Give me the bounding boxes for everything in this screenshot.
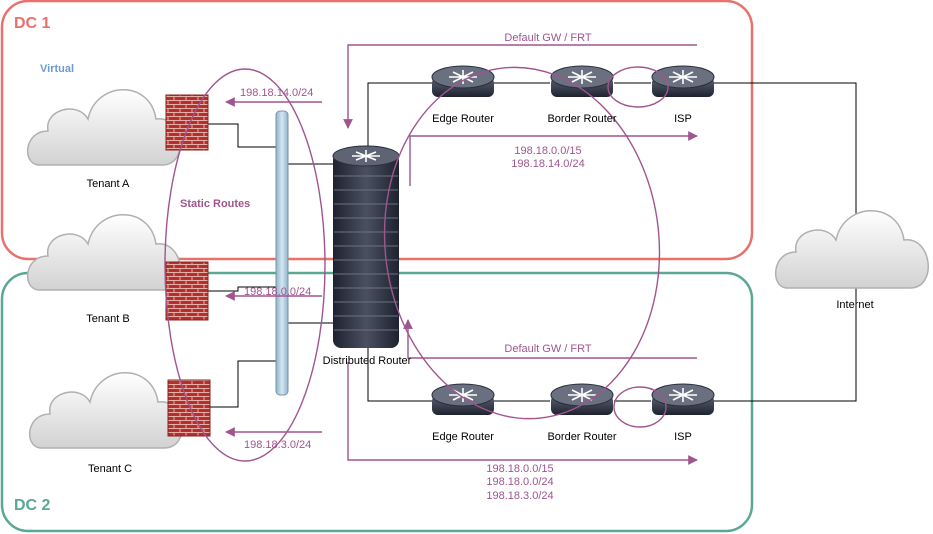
route-overlays — [164, 44, 698, 465]
tenant-c-label: Tenant C — [88, 463, 132, 475]
dc2-adv-route-2: 198.18.0.0/24 — [486, 476, 553, 488]
edge-router-dc2-label: Edge Router — [432, 431, 494, 443]
dc1-adv-route-1: 198.18.0.0/15 — [514, 145, 581, 157]
border-isp-dc1-ellipse — [607, 66, 669, 108]
tenant-c-route-label: 198.18.3.0/24 — [244, 439, 311, 451]
link-fw-b-bar — [208, 286, 276, 292]
border-router-dc1-icon — [550, 65, 614, 97]
static-routes-label: Static Routes — [180, 198, 250, 210]
default-gw-top-label: Default GW / FRT — [504, 32, 591, 44]
tenant-b-route-label: 198.18.0.0/24 — [244, 286, 311, 298]
virtual-label: Virtual — [40, 63, 74, 75]
edge-router-dc1-label: Edge Router — [432, 113, 494, 125]
border-router-dc1-label: Border Router — [547, 113, 616, 125]
isp-router-dc1-icon — [651, 65, 715, 97]
dc1-label: DC 1 — [14, 15, 51, 32]
isp-router-dc2-icon — [651, 383, 715, 415]
link-fw-c-bar — [210, 360, 276, 408]
firewall-a-icon — [165, 94, 209, 151]
link-dr-edge1 — [367, 82, 432, 152]
default-gw-bottom-label: Default GW / FRT — [504, 343, 591, 355]
dc1-adv-arrow — [409, 131, 698, 186]
dc2-adv-route-3: 198.18.3.0/24 — [486, 490, 553, 502]
internet-cloud-icon — [774, 210, 929, 289]
static-routes-ellipse — [164, 68, 326, 462]
default-gw-bottom-arrow — [403, 319, 697, 359]
internet-label: Internet — [836, 299, 873, 311]
edge-router-dc2-icon — [431, 383, 495, 415]
tenant-a-label: Tenant A — [87, 178, 130, 190]
distributed-router-label: Distributed Router — [323, 355, 412, 367]
distributed-router-icon — [332, 145, 400, 348]
link-isp2-internet — [714, 288, 857, 402]
tenant-b-label: Tenant B — [86, 313, 129, 325]
link-dr-edge2 — [367, 348, 432, 402]
network-links — [208, 82, 857, 408]
switch-bar — [275, 110, 289, 396]
firewall-b-icon — [165, 261, 209, 321]
tenant-a-route-label: 198.18.14.0/24 — [240, 87, 313, 99]
firewall-c-icon — [167, 379, 211, 437]
link-isp1-internet — [714, 82, 857, 232]
dc2-label: DC 2 — [14, 497, 51, 514]
dc1-adv-route-2: 198.18.14.0/24 — [511, 158, 584, 170]
edge-border-ibgp-ellipse — [383, 66, 661, 420]
edge-router-dc1-icon — [431, 65, 495, 97]
border-router-dc2-label: Border Router — [547, 431, 616, 443]
isp-dc2-label: ISP — [674, 431, 692, 443]
dc2-adv-route-1: 198.18.0.0/15 — [486, 463, 553, 475]
tenant-b-cloud-icon — [26, 214, 181, 291]
border-isp-dc2-ellipse — [613, 386, 667, 428]
link-fw-a-bar — [208, 123, 276, 148]
dc2-adv-arrow — [347, 362, 698, 465]
tenant-a-cloud-icon — [26, 89, 181, 166]
tenant-c-cloud-icon — [28, 372, 183, 449]
isp-dc1-label: ISP — [674, 113, 692, 125]
default-gw-top-arrow — [343, 44, 697, 129]
